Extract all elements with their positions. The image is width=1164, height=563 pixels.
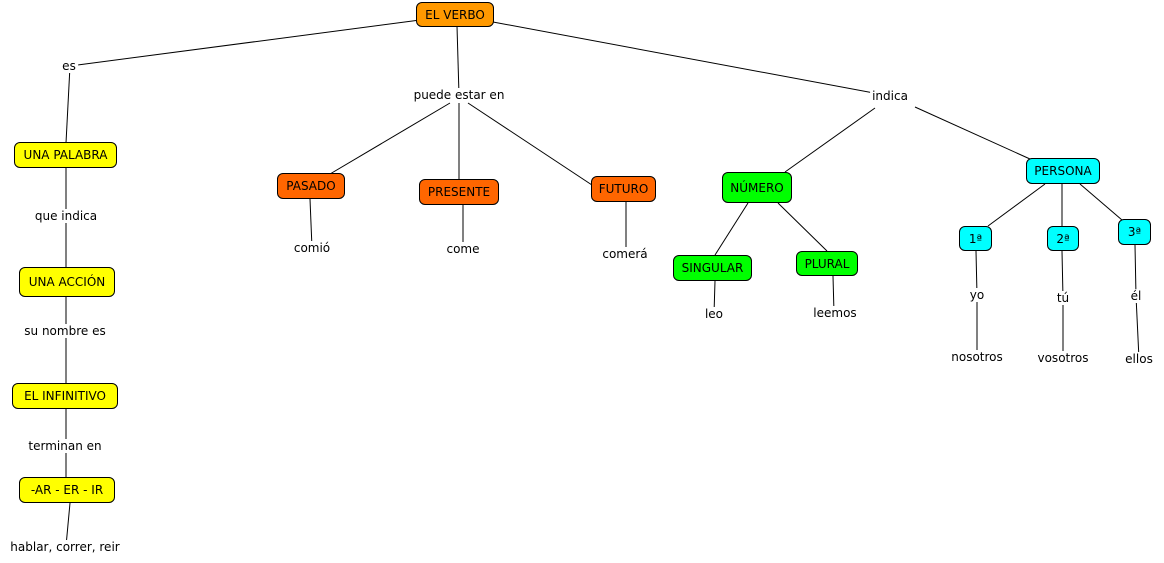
example-nosotros: nosotros [949, 350, 1005, 364]
example-yo: yo [967, 288, 987, 302]
edge-indica-numero [784, 107, 876, 173]
concept-una-accion[interactable]: UNA ACCIÓN [19, 267, 115, 297]
example-tu: tú [1054, 291, 1072, 305]
edge-root-puede [456, 25, 460, 96]
concept-ar-er-ir[interactable]: -AR - ER - IR [19, 477, 115, 503]
edge-el-ellos [1135, 295, 1140, 360]
link-label-es: es [60, 59, 78, 73]
edge-pasado-comio [309, 198, 313, 249]
link-label-puede-estar-en: puede estar en [411, 88, 507, 102]
concept-el-verbo[interactable]: EL VERBO [416, 2, 494, 27]
edge-es-una-palabra [65, 65, 71, 144]
link-label-que-indica: que indica [32, 209, 100, 223]
concept-futuro[interactable]: FUTURO [591, 176, 656, 202]
link-label-su-nombre-es: su nombre es [22, 324, 108, 338]
example-comera: comerá [600, 247, 650, 261]
edge-persona-p1 [987, 183, 1046, 227]
concept-presente[interactable]: PRESENTE [419, 179, 499, 205]
edge-puede-pasado [329, 102, 451, 175]
concept-una-palabra[interactable]: UNA PALABRA [14, 142, 117, 168]
edge-root-indica [492, 21, 891, 97]
edge-p3-el [1134, 244, 1137, 297]
edge-root-es [69, 19, 421, 67]
example-el: él [1128, 289, 1144, 303]
edge-puede-futuro [467, 102, 596, 188]
concept-plural[interactable]: PLURAL [796, 251, 858, 276]
concept-3a-persona[interactable]: 3ª [1118, 219, 1151, 245]
concept-pasado[interactable]: PASADO [277, 173, 345, 199]
edge-p2-tu [1061, 250, 1064, 299]
edge-persona-p3 [1079, 183, 1123, 221]
example-leo: leo [702, 307, 726, 321]
example-leemos: leemos [811, 306, 859, 320]
edge-numero-plural [777, 202, 828, 252]
concept-el-infinitivo[interactable]: EL INFINITIVO [12, 383, 118, 409]
concept-1a-persona[interactable]: 1ª [959, 226, 992, 251]
link-label-terminan-en: terminan en [26, 439, 104, 453]
edge-p1-yo [975, 250, 978, 296]
example-vosotros: vosotros [1035, 351, 1091, 365]
example-comio: comió [291, 241, 333, 255]
concept-singular[interactable]: SINGULAR [673, 255, 752, 281]
example-ellos: ellos [1123, 352, 1155, 366]
example-hablar-correr-reir: hablar, correr, reir [8, 540, 122, 554]
link-label-indica: indica [870, 89, 910, 103]
edge-endings-hablar [65, 502, 71, 547]
concept-persona[interactable]: PERSONA [1026, 158, 1100, 184]
edge-indica-persona [914, 106, 1031, 160]
example-come: come [444, 242, 482, 256]
edge-numero-singular [714, 202, 749, 256]
concept-2a-persona[interactable]: 2ª [1047, 226, 1079, 251]
concept-numero[interactable]: NÚMERO [722, 172, 792, 203]
